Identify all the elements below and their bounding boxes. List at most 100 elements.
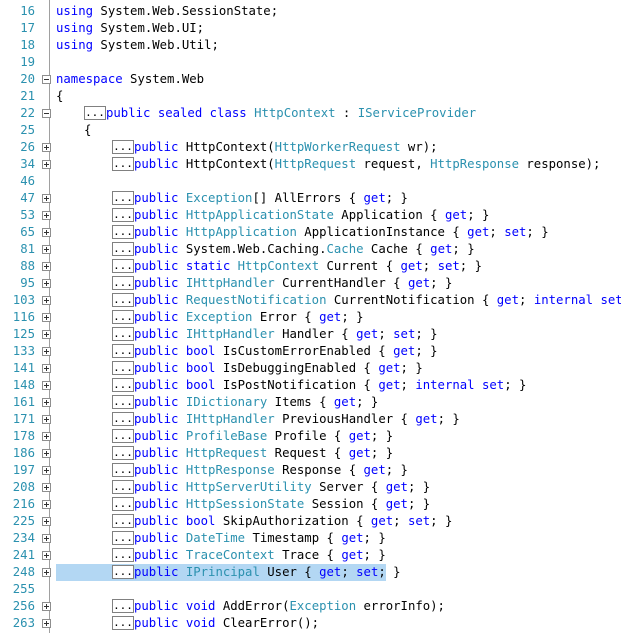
expand-outline-icon[interactable] [42,568,51,577]
code-text: public HttpResponse Response { get; } [134,463,408,477]
collapsed-region-box[interactable]: ... [112,361,134,375]
expand-outline-icon[interactable] [42,517,51,526]
code-line[interactable]: 178...public ProfileBase Profile { get; … [0,428,621,445]
code-line[interactable]: 256...public void AddError(Exception err… [0,598,621,615]
expand-outline-icon[interactable] [42,500,51,509]
expand-outline-icon[interactable] [42,381,51,390]
collapse-outline-icon[interactable] [42,109,51,118]
code-line[interactable]: 171...public IHttpHandler PreviousHandle… [0,411,621,428]
code-line[interactable]: 19 [0,54,621,71]
collapsed-region-box[interactable]: ... [112,616,134,630]
code-line[interactable]: 53...public HttpApplicationState Applica… [0,207,621,224]
collapsed-region-box[interactable]: ... [112,242,134,256]
collapsed-region-box[interactable]: ... [112,412,134,426]
collapsed-region-box[interactable]: ... [112,548,134,562]
collapsed-region-box[interactable]: ... [112,259,134,273]
code-line[interactable]: 26...public HttpContext(HttpWorkerReques… [0,139,621,156]
collapsed-region-box[interactable]: ... [112,344,134,358]
collapsed-region-box[interactable]: ... [112,327,134,341]
code-line[interactable]: 21{ [0,88,621,105]
collapsed-region-box[interactable]: ... [112,310,134,324]
collapsed-region-box[interactable]: ... [112,463,134,477]
collapsed-region-box[interactable]: ... [112,191,134,205]
collapsed-region-box[interactable]: ... [112,514,134,528]
collapse-outline-icon[interactable] [42,75,51,84]
expand-outline-icon[interactable] [42,279,51,288]
code-line[interactable]: 255 [0,581,621,598]
collapsed-region-box[interactable]: ... [112,531,134,545]
code-line[interactable]: 34...public HttpContext(HttpRequest requ… [0,156,621,173]
expand-outline-icon[interactable] [42,296,51,305]
expand-outline-icon[interactable] [42,432,51,441]
code-line[interactable]: 46 [0,173,621,190]
code-line[interactable]: 234...public DateTime Timestamp { get; } [0,530,621,547]
code-line[interactable]: 241...public TraceContext Trace { get; } [0,547,621,564]
expand-outline-icon[interactable] [42,483,51,492]
code-line[interactable]: 81...public System.Web.Caching.Cache Cac… [0,241,621,258]
code-line[interactable]: 47...public Exception[] AllErrors { get;… [0,190,621,207]
expand-outline-icon[interactable] [42,347,51,356]
collapsed-region-box[interactable]: ... [112,140,134,154]
code-line[interactable]: 148...public bool IsPostNotification { g… [0,377,621,394]
line-number: 20 [20,72,35,86]
collapsed-region-box[interactable]: ... [112,276,134,290]
code-text: { [56,89,64,103]
code-line[interactable]: 248...public IPrincipal User { get; set;… [0,564,621,581]
expand-outline-icon[interactable] [42,143,51,152]
collapsed-region-box[interactable]: ... [112,293,134,307]
line-number: 234 [12,531,35,545]
code-line[interactable]: 141...public bool IsDebuggingEnabled { g… [0,360,621,377]
code-text: using System.Web.Util; [56,38,219,52]
expand-outline-icon[interactable] [42,398,51,407]
collapsed-region-box[interactable]: ... [112,480,134,494]
expand-outline-icon[interactable] [42,160,51,169]
expand-outline-icon[interactable] [42,364,51,373]
code-line[interactable]: 22...public sealed class HttpContext : I… [0,105,621,122]
expand-outline-icon[interactable] [42,228,51,237]
collapsed-region-box[interactable]: ... [112,378,134,392]
code-line[interactable]: 133...public bool IsCustomErrorEnabled {… [0,343,621,360]
code-line[interactable]: 88...public static HttpContext Current {… [0,258,621,275]
expand-outline-icon[interactable] [42,194,51,203]
expand-outline-icon[interactable] [42,449,51,458]
collapsed-region-box[interactable]: ... [112,446,134,460]
code-line[interactable]: 125...public IHttpHandler Handler { get;… [0,326,621,343]
collapsed-region-box[interactable]: ... [112,565,134,579]
expand-outline-icon[interactable] [42,245,51,254]
expand-outline-icon[interactable] [42,466,51,475]
expand-outline-icon[interactable] [42,602,51,611]
collapsed-region-box[interactable]: ... [84,106,106,120]
code-line[interactable]: 95...public IHttpHandler CurrentHandler … [0,275,621,292]
collapsed-region-box[interactable]: ... [112,225,134,239]
code-line[interactable]: 116...public Exception Error { get; } [0,309,621,326]
code-line[interactable]: 263...public void ClearError(); [0,615,621,632]
code-line[interactable]: 103...public RequestNotification Current… [0,292,621,309]
code-line[interactable]: 25{ [0,122,621,139]
code-line[interactable]: 65...public HttpApplication ApplicationI… [0,224,621,241]
code-line[interactable]: 216...public HttpSessionState Session { … [0,496,621,513]
expand-outline-icon[interactable] [42,211,51,220]
expand-outline-icon[interactable] [42,551,51,560]
expand-outline-icon[interactable] [42,619,51,628]
collapsed-region-box[interactable]: ... [112,429,134,443]
collapsed-region-box[interactable]: ... [112,599,134,613]
collapsed-region-box[interactable]: ... [112,497,134,511]
expand-outline-icon[interactable] [42,262,51,271]
expand-outline-icon[interactable] [42,313,51,322]
code-line[interactable]: 208...public HttpServerUtility Server { … [0,479,621,496]
code-line[interactable]: 186...public HttpRequest Request { get; … [0,445,621,462]
expand-outline-icon[interactable] [42,415,51,424]
code-line[interactable]: 161...public IDictionary Items { get; } [0,394,621,411]
collapsed-region-box[interactable]: ... [112,395,134,409]
expand-outline-icon[interactable] [42,330,51,339]
collapsed-region-box[interactable]: ... [112,157,134,171]
collapsed-region-box[interactable]: ... [112,208,134,222]
expand-outline-icon[interactable] [42,534,51,543]
code-line[interactable]: 225...public bool SkipAuthorization { ge… [0,513,621,530]
code-line[interactable]: 197...public HttpResponse Response { get… [0,462,621,479]
